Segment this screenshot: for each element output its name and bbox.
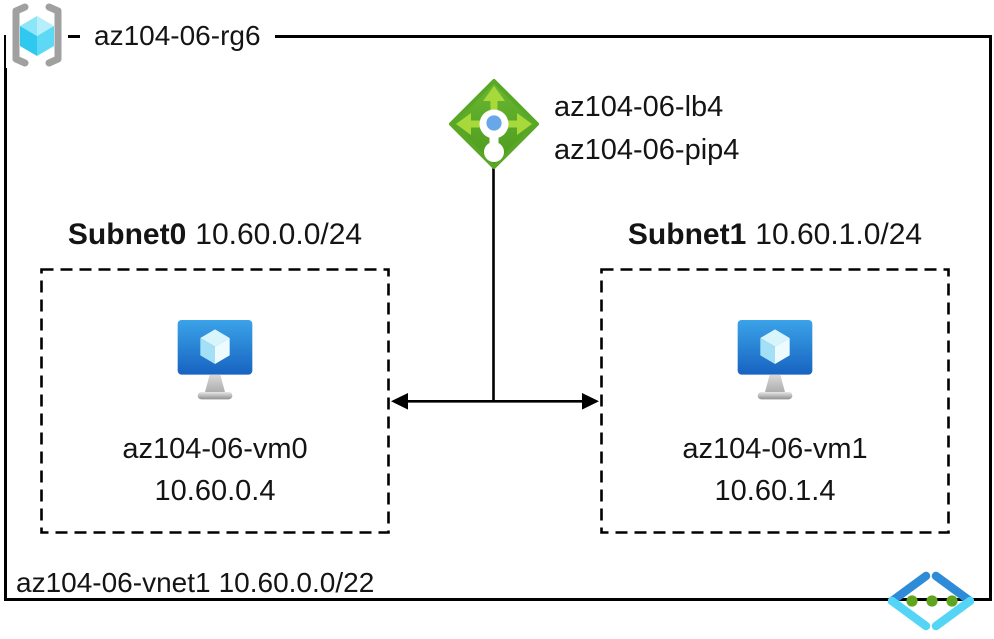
load-balancer-labels: az104-06-lb4 az104-06-pip4 [554,86,739,172]
arrowhead-right-icon [582,393,599,410]
vm0-name: az104-06-vm0 [122,433,308,465]
vnet-cidr: 10.60.0.0/22 [218,567,375,598]
resource-group-icon-chip [6,2,68,68]
subnet1-name: Subnet1 [627,218,747,251]
virtual-machine-icon [737,320,813,400]
subnet1-cidr: 10.60.1.0/24 [755,218,923,251]
resource-group-label: az104-06-rg6 [80,17,275,55]
load-balancer-icon [449,79,539,169]
arrowhead-left-icon [391,393,408,410]
vm1-name: az104-06-vm1 [682,433,868,465]
load-balancer-name: az104-06-lb4 [554,91,724,123]
vnet-name: az104-06-vnet1 [16,567,211,598]
vm0-ip: 10.60.0.4 [154,475,276,507]
virtual-network-icon [888,571,974,631]
virtual-machine-icon [177,320,253,400]
resource-group-box [4,35,992,601]
public-ip-name: az104-06-pip4 [554,134,740,166]
subnet1-box [600,268,950,534]
vm1-ip: 10.60.1.4 [714,475,836,507]
resource-group-icon [12,3,62,67]
subnet0-cidr: 10.60.0.0/24 [195,218,363,251]
subnet0-name: Subnet0 [67,218,187,251]
subnet0-box [40,268,390,534]
